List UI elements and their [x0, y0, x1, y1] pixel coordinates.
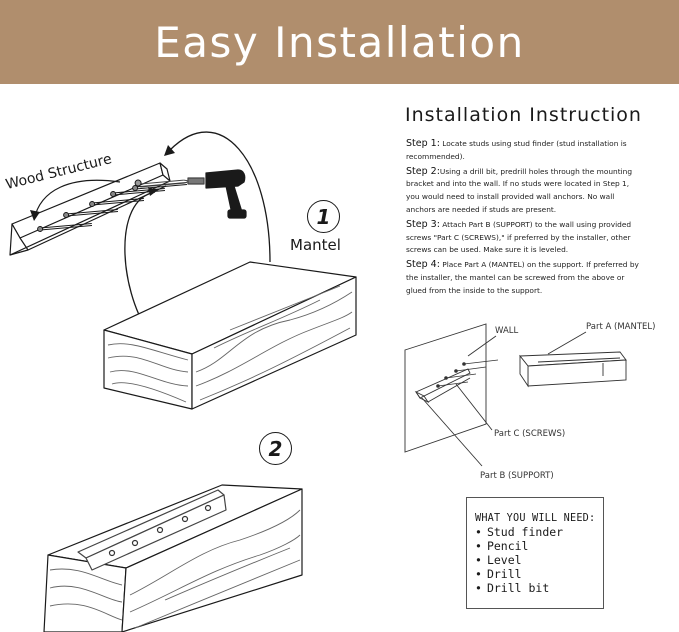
wood-support-bracket	[9, 162, 171, 256]
step-2-label: Step 2:	[406, 165, 440, 177]
drill-icon	[187, 169, 247, 219]
step-two-number: 2	[268, 436, 283, 461]
mantel-label: Mantel	[290, 236, 341, 254]
step-1-label: Step 1:	[406, 138, 440, 149]
parts-diagram: WALL Part A (MANTEL) Part C (SCREWS) Par…	[398, 316, 679, 488]
step-3: Step 3: Attach Part B (SUPPORT) to the w…	[406, 219, 642, 257]
wall-label: WALL	[495, 326, 519, 336]
banner-title: Easy Installation	[154, 17, 525, 67]
instructions-title: Installation Instruction	[405, 104, 642, 126]
needs-box: WHAT YOU WILL NEED: Stud finder Pencil L…	[466, 497, 604, 609]
step-1: Step 1: Locate studs using stud finder (…	[406, 138, 642, 164]
step-4: Step 4: Place Part A (MANTEL) on the sup…	[406, 259, 642, 297]
needs-title: WHAT YOU WILL NEED:	[475, 513, 596, 524]
wall-panel	[404, 323, 487, 453]
step-3-text: Attach Part B (SUPPORT) to the wall usin…	[406, 219, 632, 255]
parts-diagram-drawing	[404, 323, 627, 467]
step-one-number: 1	[316, 204, 331, 229]
mantel-arrow	[169, 131, 271, 263]
step-4-text: Place Part A (MANTEL) on the support. If…	[406, 260, 639, 295]
step-2-text: Using a drill bit, predrill holes throug…	[406, 166, 633, 214]
step-two-badge: 2	[259, 432, 292, 465]
needs-item-stud-finder: Stud finder	[475, 525, 603, 539]
needs-item-drill: Drill	[475, 567, 603, 581]
step-3-label: Step 3:	[406, 218, 440, 230]
step-one-badge: 1	[307, 200, 340, 233]
installation-illustration	[9, 131, 357, 632]
structure-arrow	[33, 179, 121, 221]
step-1-text: Locate studs using stud finder (stud ins…	[406, 139, 627, 161]
part-b-label: Part B (SUPPORT)	[480, 471, 554, 481]
part-c-label: Part C (SCREWS)	[494, 429, 566, 439]
needs-item-level: Level	[475, 553, 603, 567]
step-2: Step 2:Using a drill bit, predrill holes…	[406, 166, 642, 217]
instruction-steps: Step 1: Locate studs using stud finder (…	[406, 138, 642, 300]
bracket-screws	[37, 179, 191, 232]
part-a-label: Part A (MANTEL)	[586, 322, 656, 332]
needs-list: Stud finder Pencil Level Drill Drill bit	[475, 525, 603, 595]
needs-item-drill-bit: Drill bit	[475, 581, 603, 595]
header-banner: Easy Installation	[0, 0, 679, 84]
mantel-box	[103, 261, 357, 410]
assembled-mantel	[43, 484, 303, 632]
needs-item-pencil: Pencil	[475, 539, 603, 553]
step-4-label: Step 4:	[406, 259, 440, 271]
